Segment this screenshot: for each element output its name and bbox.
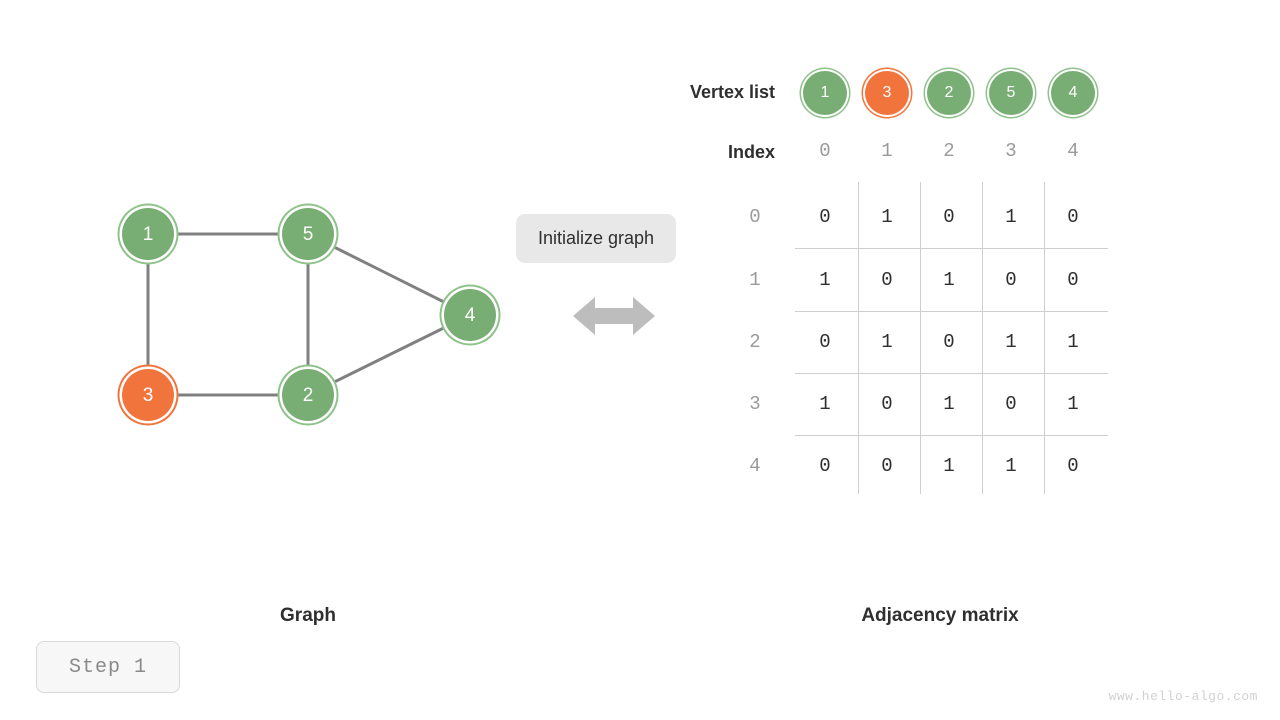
matrix-cell-1-2: 1 <box>943 269 955 291</box>
matrix-grid-hline-4 <box>795 435 1108 436</box>
matrix-cell-1-0: 1 <box>819 269 831 291</box>
vertex-chip-0[interactable]: 1 <box>803 71 847 115</box>
graph-node-1-label: 1 <box>142 223 154 245</box>
watermark: www.hello-algo.com <box>1108 689 1258 704</box>
matrix-cell-0-4: 0 <box>1067 206 1079 228</box>
matrix-cell-2-0: 0 <box>819 331 831 353</box>
vertex-list-label: Vertex list <box>689 82 775 102</box>
matrix-cell-0-3: 1 <box>1005 206 1017 228</box>
matrix-cell-3-4: 1 <box>1067 393 1079 415</box>
matrix-cell-2-3: 1 <box>1005 331 1017 353</box>
vertex-chip-1-label: 3 <box>882 84 892 101</box>
matrix-grid-hline-3 <box>795 373 1108 374</box>
vertex-chip-2[interactable]: 2 <box>927 71 971 115</box>
matrix-cell-0-2: 0 <box>943 206 955 228</box>
matrix-col-header-1: 1 <box>881 140 893 162</box>
matrix-grid-vline-4 <box>1044 182 1045 494</box>
double-arrow-icon <box>573 297 655 335</box>
vertex-chip-3[interactable]: 5 <box>989 71 1033 115</box>
matrix-cell-0-1: 1 <box>881 206 893 228</box>
matrix-cell-2-1: 1 <box>881 331 893 353</box>
matrix-col-header-0: 0 <box>819 140 831 162</box>
matrix-cell-3-3: 0 <box>1005 393 1017 415</box>
matrix-row-header-1: 1 <box>749 269 761 291</box>
matrix-row-header-0: 0 <box>749 206 761 228</box>
matrix-grid-vline-3 <box>982 182 983 494</box>
initialize-graph-label: Initialize graph <box>516 214 677 263</box>
matrix-grid-hline-2 <box>795 311 1108 312</box>
matrix-grid-vline-2 <box>920 182 921 494</box>
matrix-cell-2-2: 0 <box>943 331 955 353</box>
matrix-cell-3-1: 0 <box>881 393 893 415</box>
vertex-chip-4-label: 4 <box>1068 84 1078 101</box>
initialize-graph-text: Initialize graph <box>538 228 655 248</box>
matrix-row-header-4: 4 <box>749 455 761 477</box>
matrix-cell-1-4: 0 <box>1067 269 1079 291</box>
step-badge-label: Step 1 <box>68 655 147 679</box>
graph-node-3[interactable]: 3 <box>122 369 174 421</box>
vertex-chip-1[interactable]: 3 <box>865 71 909 115</box>
matrix-cell-4-0: 0 <box>819 455 831 477</box>
matrix-col-header-4: 4 <box>1067 140 1079 162</box>
matrix-cell-3-2: 1 <box>943 393 955 415</box>
index-label: Index <box>727 142 775 162</box>
graph-node-5-label: 5 <box>302 223 314 245</box>
matrix-col-header-3: 3 <box>1005 140 1017 162</box>
matrix-cell-0-0: 0 <box>819 206 831 228</box>
matrix-col-header-2: 2 <box>943 140 955 162</box>
matrix-cell-4-4: 0 <box>1067 455 1079 477</box>
graph-node-3-label: 3 <box>142 384 154 406</box>
graph-node-2[interactable]: 2 <box>282 369 334 421</box>
matrix-grid-hline-1 <box>795 248 1108 249</box>
adjacency-matrix-caption: Adjacency matrix <box>861 605 1019 626</box>
matrix-cell-4-2: 1 <box>943 455 955 477</box>
graph-node-1[interactable]: 1 <box>122 208 174 260</box>
matrix-cell-2-4: 1 <box>1067 331 1079 353</box>
matrix-row-header-2: 2 <box>749 331 761 353</box>
matrix-cell-1-1: 0 <box>881 269 893 291</box>
step-badge: Step 1 <box>36 641 180 693</box>
matrix-cell-1-3: 0 <box>1005 269 1017 291</box>
matrix-cell-3-0: 1 <box>819 393 831 415</box>
graph-node-5[interactable]: 5 <box>282 208 334 260</box>
vertex-chip-2-label: 2 <box>944 84 954 101</box>
graph-node-2-label: 2 <box>302 384 314 406</box>
graph-node-4[interactable]: 4 <box>444 289 496 341</box>
graph-panel: 1 5 3 2 4 <box>0 0 520 560</box>
vertex-chip-0-label: 1 <box>820 84 830 101</box>
graph-edge-2-4 <box>306 313 472 397</box>
matrix-cell-4-1: 0 <box>881 455 893 477</box>
matrix-grid-vline-1 <box>858 182 859 494</box>
graph-edge-5-4 <box>306 232 472 317</box>
adjacency-matrix-panel: Vertex list Index 1 3 2 5 4 0 1 2 3 4 0 … <box>640 0 1280 560</box>
graph-edges-canvas <box>146 232 472 397</box>
vertex-chip-3-label: 5 <box>1006 84 1016 101</box>
vertex-chip-4[interactable]: 4 <box>1051 71 1095 115</box>
graph-node-4-label: 4 <box>464 304 476 326</box>
graph-caption: Graph <box>280 605 336 626</box>
matrix-row-header-3: 3 <box>749 393 761 415</box>
matrix-cell-4-3: 1 <box>1005 455 1017 477</box>
